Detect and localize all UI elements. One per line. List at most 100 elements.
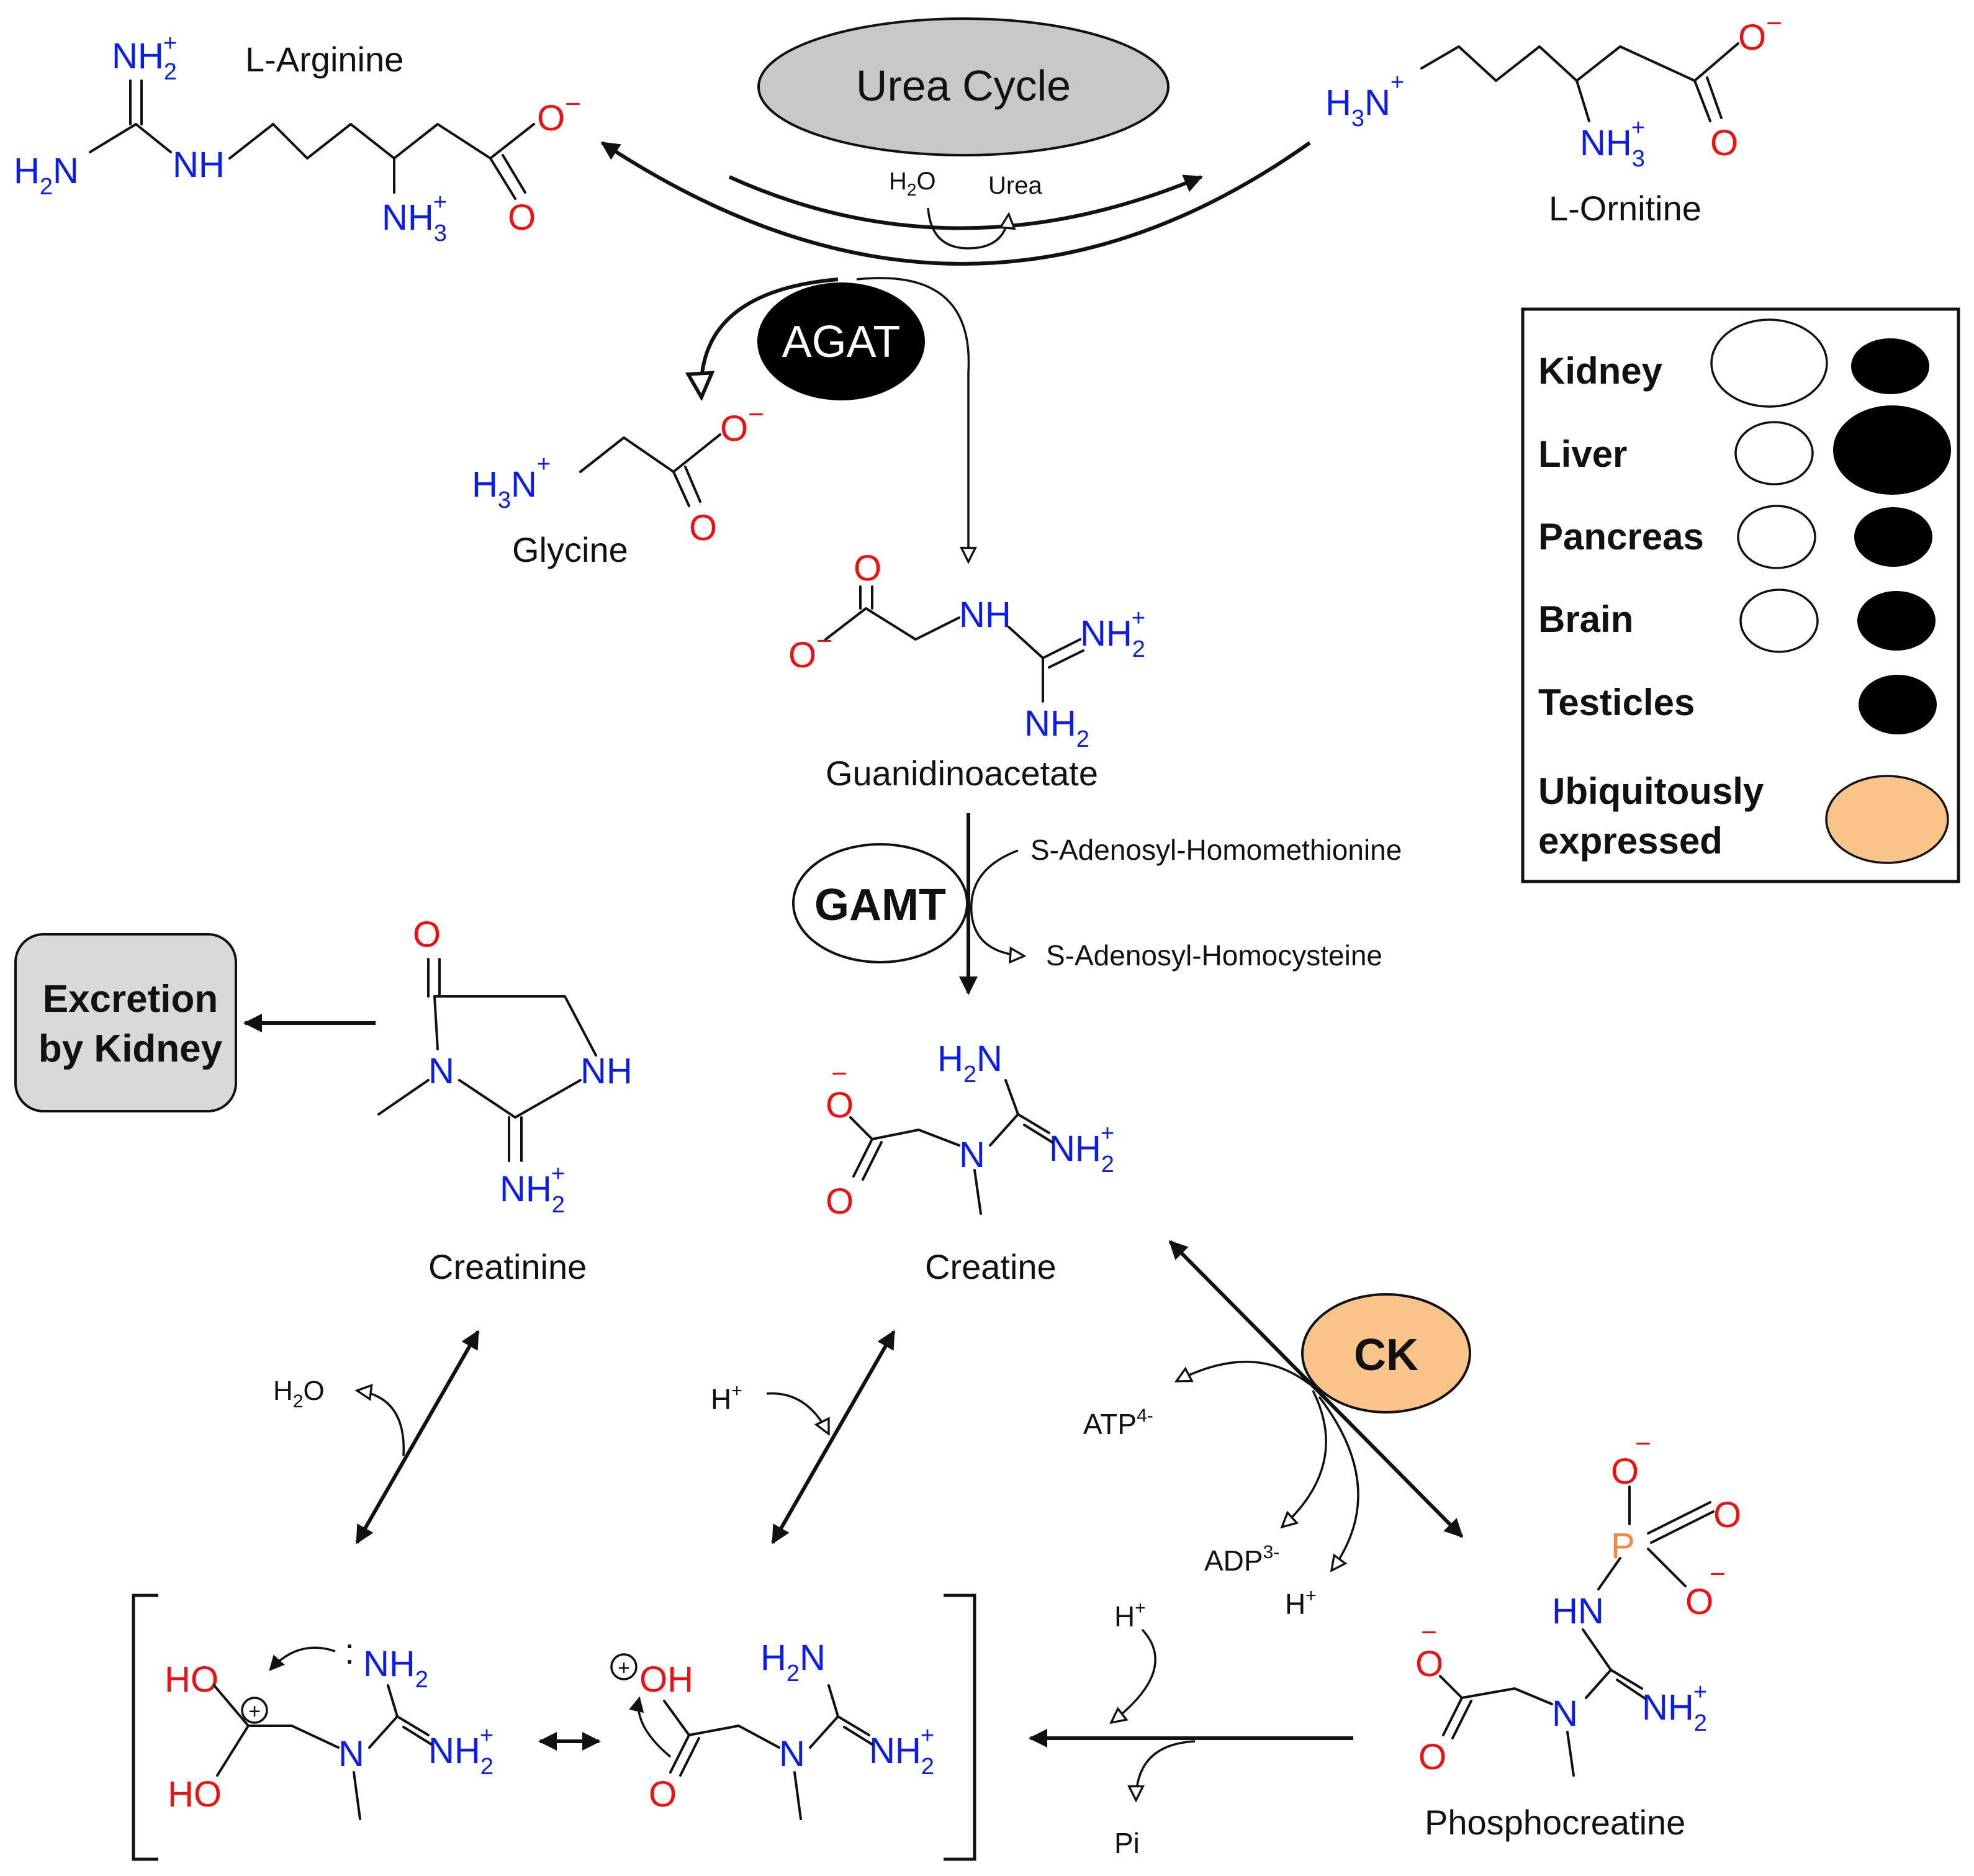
svg-text:NH: NH — [580, 1051, 633, 1091]
svg-text:NH3+: NH3+ — [1580, 115, 1645, 172]
l-arginine: L-Arginine NH2+ H2N NH NH3+ O− O — [14, 30, 581, 246]
svg-text:ATP4-: ATP4- — [1083, 1405, 1153, 1440]
svg-text:H3N+: H3N+ — [1325, 70, 1404, 132]
legend-liver: Liver — [1538, 433, 1627, 475]
urea-cycle-label: Urea Cycle — [856, 61, 1071, 110]
svg-text:O: O — [413, 914, 441, 955]
gamt-label: GAMT — [814, 880, 946, 930]
ck-ellipse — [1301, 1293, 1471, 1414]
svg-text:O−: O− — [1685, 1559, 1726, 1622]
svg-text:H2O: H2O — [889, 168, 936, 199]
svg-text:O−: O− — [826, 1058, 854, 1125]
phosphocreatine: Phosphocreatine O− P O O− HN O− O N NH2+ — [1415, 1428, 1741, 1842]
legend-ubiquitous-1: Ubiquitously — [1538, 770, 1764, 812]
svg-text:H+: H+ — [1285, 1585, 1317, 1620]
svg-text:O: O — [1713, 1495, 1741, 1535]
svg-text:O−: O− — [1611, 1428, 1651, 1492]
pi-label: Pi — [1114, 1827, 1140, 1859]
svg-text:N: N — [1552, 1693, 1578, 1734]
svg-text:H2N: H2N — [14, 151, 79, 200]
creatine: Creatine O− O H2N N NH2+ — [826, 1039, 1114, 1286]
creatinine-label: Creatinine — [428, 1247, 587, 1286]
svg-text:O−: O− — [720, 399, 764, 449]
svg-text:P: P — [1611, 1526, 1635, 1566]
svg-text:H2O: H2O — [273, 1376, 325, 1412]
svg-text:+: + — [248, 1700, 261, 1723]
svg-text:NH2+: NH2+ — [1080, 605, 1145, 662]
svg-text:O−: O− — [537, 89, 581, 138]
svg-text:ADP3-: ADP3- — [1204, 1542, 1279, 1577]
svg-text:NH2+: NH2+ — [869, 1723, 934, 1780]
ck: CK ATP4- ADP3- H+ — [1083, 1240, 1471, 1620]
urea-label: Urea — [988, 172, 1042, 199]
l-arginine-label: L-Arginine — [245, 40, 403, 79]
sam-label: S-Adenosyl-Homomethionine — [1030, 834, 1402, 866]
guanidinoacetate: Guanidinoacetate O O− NH NH2+ NH2 — [788, 548, 1145, 793]
svg-text:O: O — [689, 508, 717, 548]
creatine-equilibrium: H+ — [711, 1330, 896, 1545]
phosphocreatine-hydrolysis: H+ Pi — [1029, 1598, 1353, 1859]
svg-text:N: N — [338, 1734, 364, 1774]
glycine-label: Glycine — [512, 530, 628, 569]
svg-text:O: O — [649, 1774, 677, 1815]
svg-text:O: O — [1418, 1737, 1446, 1777]
gamt: GAMT S-Adenosyl-Homomethionine S-Adenosy… — [792, 813, 1402, 995]
svg-text:O: O — [1710, 123, 1738, 163]
agat-label: AGAT — [782, 317, 901, 367]
svg-text:HN: HN — [1552, 1591, 1604, 1631]
creatine-label: Creatine — [925, 1247, 1057, 1286]
agat: AGAT — [701, 277, 969, 562]
svg-text:H2N: H2N — [760, 1638, 826, 1687]
sah-label: S-Adenosyl-Homocysteine — [1046, 939, 1382, 972]
svg-text:N: N — [428, 1051, 454, 1091]
svg-text:O−: O− — [1738, 8, 1782, 58]
svg-text:O: O — [508, 197, 536, 238]
svg-text:O: O — [854, 548, 881, 589]
svg-text:OH: OH — [639, 1659, 693, 1700]
svg-text:N: N — [779, 1734, 805, 1774]
svg-text:NH2+: NH2+ — [428, 1723, 494, 1780]
legend: Kidney Liver Pancreas Brain Testicles Ub… — [1521, 307, 1960, 883]
glycine: Glycine H3N+ O− O — [472, 399, 764, 569]
svg-text:NH: NH — [173, 145, 225, 185]
creatinine-equilibrium: H2O — [273, 1330, 480, 1545]
svg-text:H+: H+ — [1114, 1598, 1146, 1633]
svg-text:NH2+: NH2+ — [112, 30, 177, 85]
svg-text:H3N+: H3N+ — [472, 451, 551, 513]
ck-label: CK — [1354, 1330, 1418, 1380]
l-ornithine: L-Ornitine H3N+ NH3+ O− O — [1325, 8, 1782, 228]
svg-text:N: N — [959, 1135, 985, 1175]
gamt-ellipse — [792, 843, 968, 963]
legend-ubiquitous-2: expressed — [1538, 820, 1723, 862]
svg-text:NH3+: NH3+ — [382, 189, 447, 246]
svg-text:+: + — [618, 1656, 630, 1680]
svg-text:HO: HO — [168, 1774, 222, 1815]
svg-text:NH: NH — [959, 595, 1011, 635]
excretion-by-kidney: Excretion by Kidney — [14, 933, 376, 1112]
legend-testicles: Testicles — [1538, 682, 1695, 723]
creatinine: Creatinine O N NH NH2+ — [377, 914, 633, 1286]
svg-text:O−: O− — [788, 626, 832, 675]
agat-ellipse — [757, 282, 925, 400]
svg-text:H2N: H2N — [937, 1039, 1003, 1088]
svg-text::: : — [345, 1631, 354, 1672]
phosphocreatine-label: Phosphocreatine — [1425, 1803, 1685, 1842]
svg-text:NH2+: NH2+ — [500, 1161, 565, 1218]
svg-text:O: O — [826, 1181, 854, 1222]
svg-text:NH2+: NH2+ — [1049, 1121, 1114, 1178]
guanidinoacetate-label: Guanidinoacetate — [826, 754, 1098, 793]
urea-cycle: Urea Cycle H2O Urea — [600, 17, 1311, 266]
legend-kidney: Kidney — [1538, 350, 1663, 392]
svg-text:HO: HO — [164, 1659, 219, 1700]
l-ornithine-label: L-Ornitine — [1549, 189, 1701, 228]
excretion-line1: Excretion — [43, 978, 219, 1021]
svg-text:NH2+: NH2+ — [1642, 1679, 1707, 1736]
svg-text:NH2: NH2 — [363, 1644, 428, 1693]
excretion-line2: by Kidney — [38, 1027, 223, 1070]
svg-text:H+: H+ — [711, 1381, 742, 1415]
intermediate-bracket: HO HO + : NH2 N NH2+ + OH O H2N N NH2+ — [132, 1594, 976, 1861]
legend-pancreas: Pancreas — [1538, 516, 1704, 557]
legend-brain: Brain — [1538, 598, 1633, 640]
urea-cycle-ellipse — [757, 17, 1170, 156]
